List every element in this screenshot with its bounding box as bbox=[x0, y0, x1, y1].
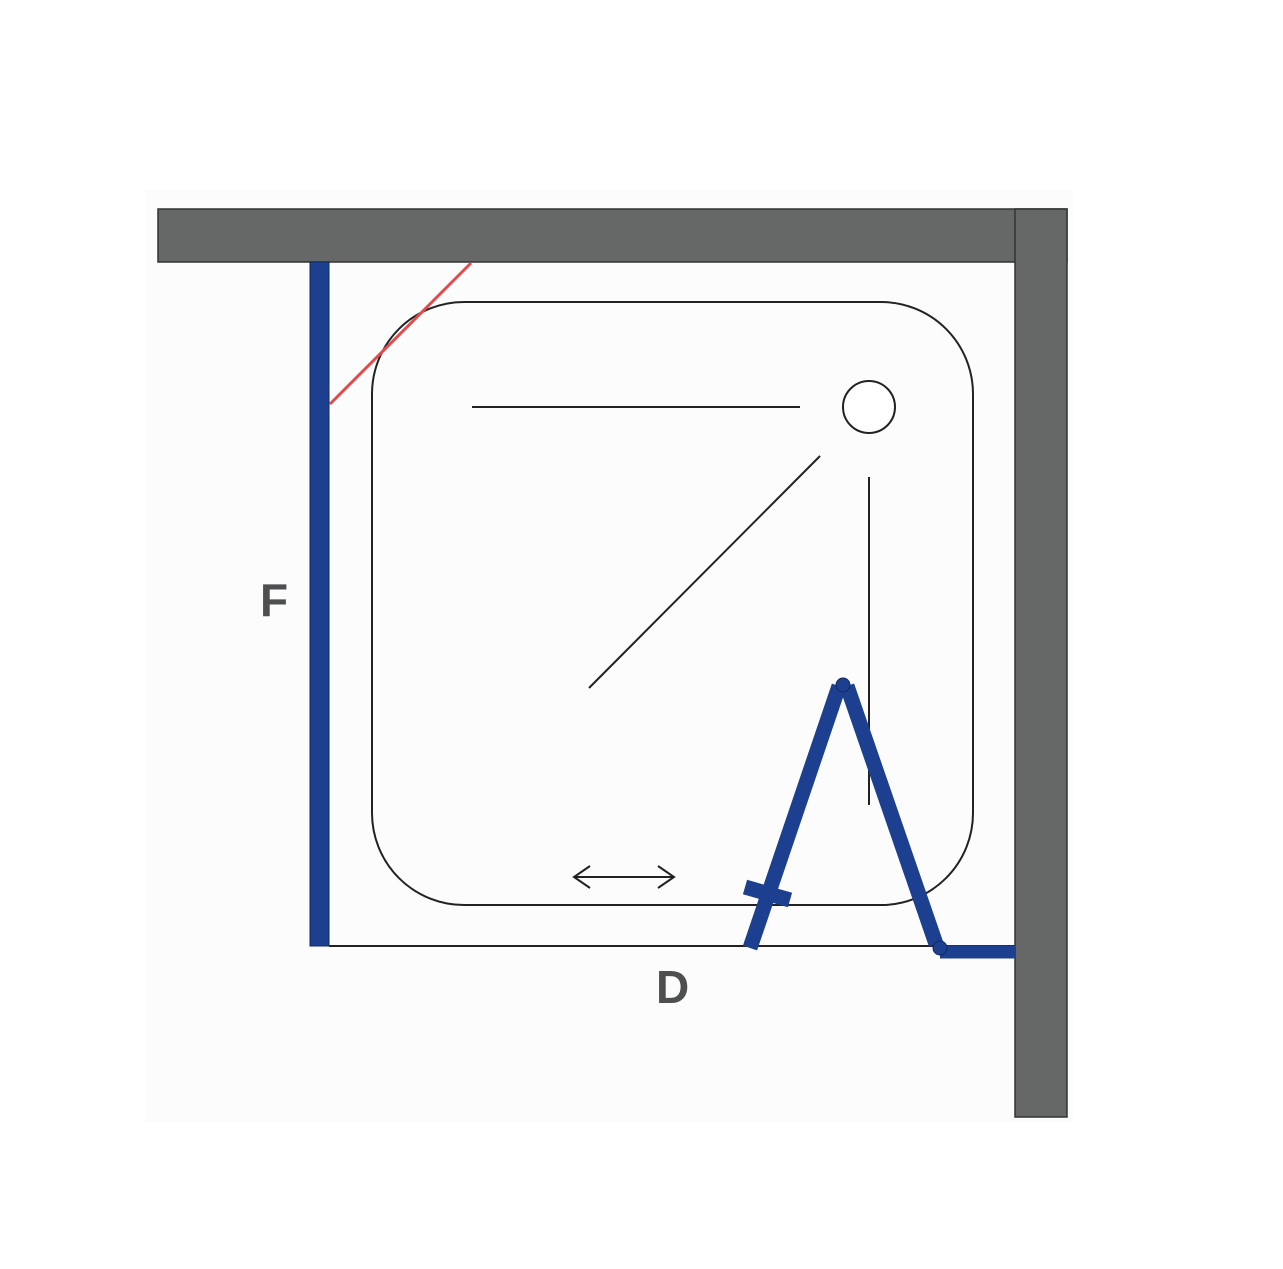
label-d: D bbox=[656, 961, 689, 1013]
drain-icon bbox=[842, 380, 896, 434]
right-wall bbox=[1014, 208, 1068, 1118]
door-leaf-right bbox=[839, 683, 944, 947]
door-handle bbox=[742, 879, 793, 908]
label-f: F bbox=[260, 574, 288, 626]
top-wall bbox=[157, 208, 1068, 263]
door-leaf-left bbox=[742, 683, 847, 951]
hinge-icon bbox=[932, 940, 948, 956]
tray-slope-line bbox=[588, 455, 821, 689]
clearance-line bbox=[328, 261, 473, 406]
shower-tray bbox=[371, 301, 974, 906]
double-arrow-icon bbox=[572, 865, 676, 889]
hinge-icon bbox=[835, 677, 851, 693]
side-panel-f bbox=[309, 261, 330, 947]
bifold-door-d bbox=[742, 677, 1015, 959]
drawing-background bbox=[145, 190, 1073, 1122]
